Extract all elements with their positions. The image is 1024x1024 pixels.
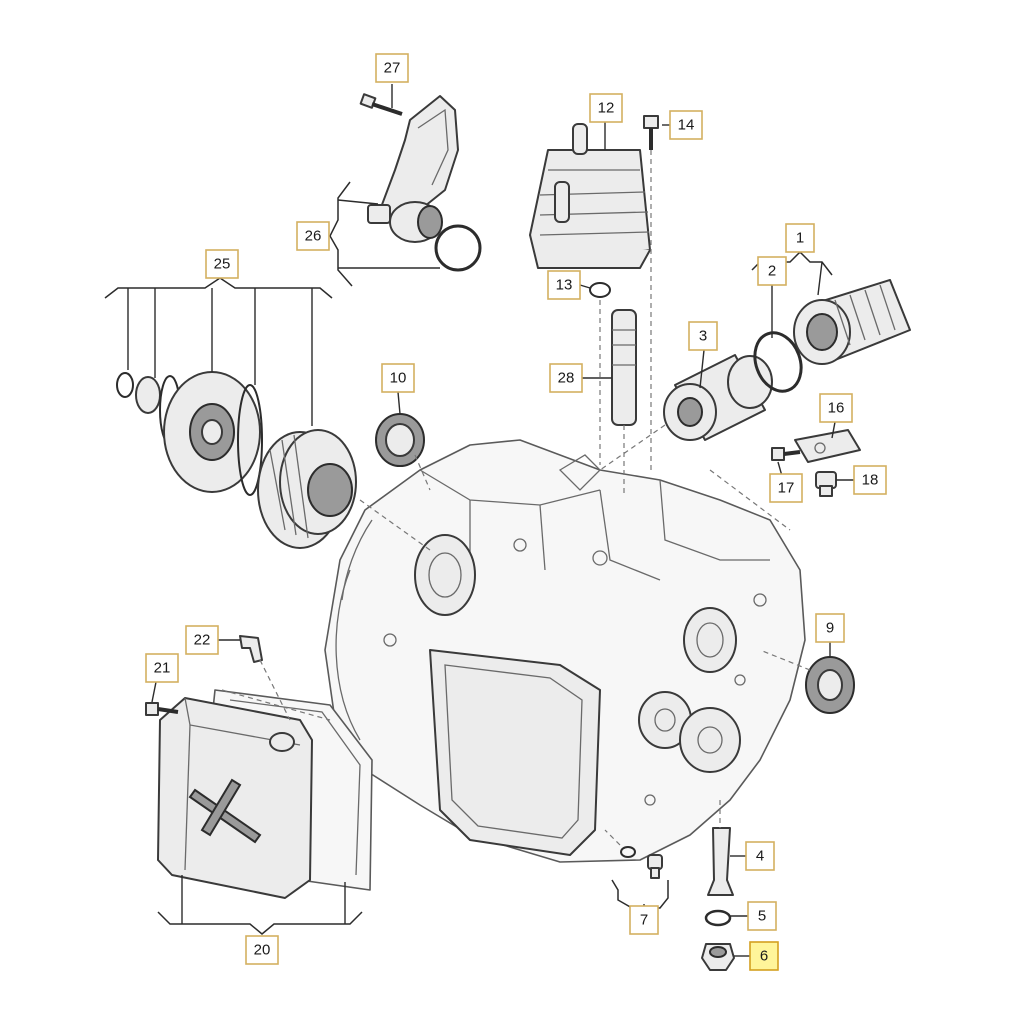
plug-18: [815, 471, 837, 497]
svg-text:27: 27: [384, 60, 401, 77]
svg-text:17: 17: [778, 480, 795, 497]
callout-10: 10: [381, 363, 415, 393]
clip-22: [239, 635, 263, 663]
alignment-lines: [221, 150, 811, 846]
svg-text:16: 16: [828, 400, 845, 417]
svg-text:12: 12: [598, 100, 615, 117]
filter-housing-1: [793, 279, 911, 365]
svg-text:1: 1: [796, 230, 804, 247]
callout-20: 20: [245, 935, 279, 965]
svg-text:14: 14: [678, 117, 695, 134]
svg-text:28: 28: [558, 370, 575, 387]
callout-13: 13: [547, 270, 581, 300]
o-ring-13: [589, 282, 611, 298]
svg-text:3: 3: [699, 328, 707, 345]
seal-9: [805, 656, 855, 714]
callout-18: 18: [853, 465, 887, 495]
valve-bracket-26: [367, 95, 482, 272]
svg-text:7: 7: [640, 912, 648, 929]
callout-16: 16: [819, 393, 853, 423]
drain-plug-6: [701, 943, 735, 971]
drain-tube-4: [707, 827, 734, 896]
callout-4: 4: [745, 841, 775, 871]
svg-text:22: 22: [194, 632, 211, 649]
callout-labels: 27 26 12 14 13 28 3 1: [145, 53, 887, 971]
transmission-housing: [324, 439, 806, 863]
callout-21: 21: [145, 653, 179, 683]
svg-text:20: 20: [254, 942, 271, 959]
callout-1: 1: [785, 223, 815, 253]
svg-text:4: 4: [756, 848, 764, 865]
callout-17: 17: [769, 473, 803, 503]
filter-element-3: [663, 354, 773, 441]
svg-text:21: 21: [154, 660, 171, 677]
callout-27: 27: [375, 53, 409, 83]
tube-28: [611, 309, 637, 426]
svg-text:25: 25: [214, 256, 231, 273]
callout-3: 3: [688, 321, 718, 351]
callout-9: 9: [815, 613, 845, 643]
callout-14: 14: [669, 110, 703, 140]
svg-text:9: 9: [826, 620, 834, 637]
callout-2: 2: [757, 256, 787, 286]
bolt-21: [145, 702, 179, 716]
svg-text:5: 5: [758, 908, 766, 925]
callout-26: 26: [296, 221, 330, 251]
sensor-16: [794, 429, 861, 463]
washer-5: [704, 909, 732, 927]
cover-20: [157, 697, 313, 899]
plug-7: [620, 846, 663, 879]
callout-28: 28: [549, 363, 583, 393]
svg-text:18: 18: [862, 472, 879, 489]
bolt-17: [771, 447, 801, 461]
callout-5: 5: [747, 901, 777, 931]
svg-text:2: 2: [768, 263, 776, 280]
bolt-14: [643, 115, 659, 150]
o-ring-2: [753, 331, 803, 393]
callout-25: 25: [205, 249, 239, 279]
svg-text:10: 10: [390, 370, 407, 387]
callout-22: 22: [185, 625, 219, 655]
callout-7: 7: [629, 905, 659, 935]
svg-text:6: 6: [760, 948, 768, 965]
svg-text:13: 13: [556, 277, 573, 294]
svg-text:26: 26: [305, 228, 322, 245]
clutch-assembly-25: [116, 371, 357, 549]
callout-6: 6: [749, 941, 779, 971]
bolt-27: [359, 93, 403, 116]
oil-cooler-12: [529, 123, 651, 269]
callout-12: 12: [589, 93, 623, 123]
